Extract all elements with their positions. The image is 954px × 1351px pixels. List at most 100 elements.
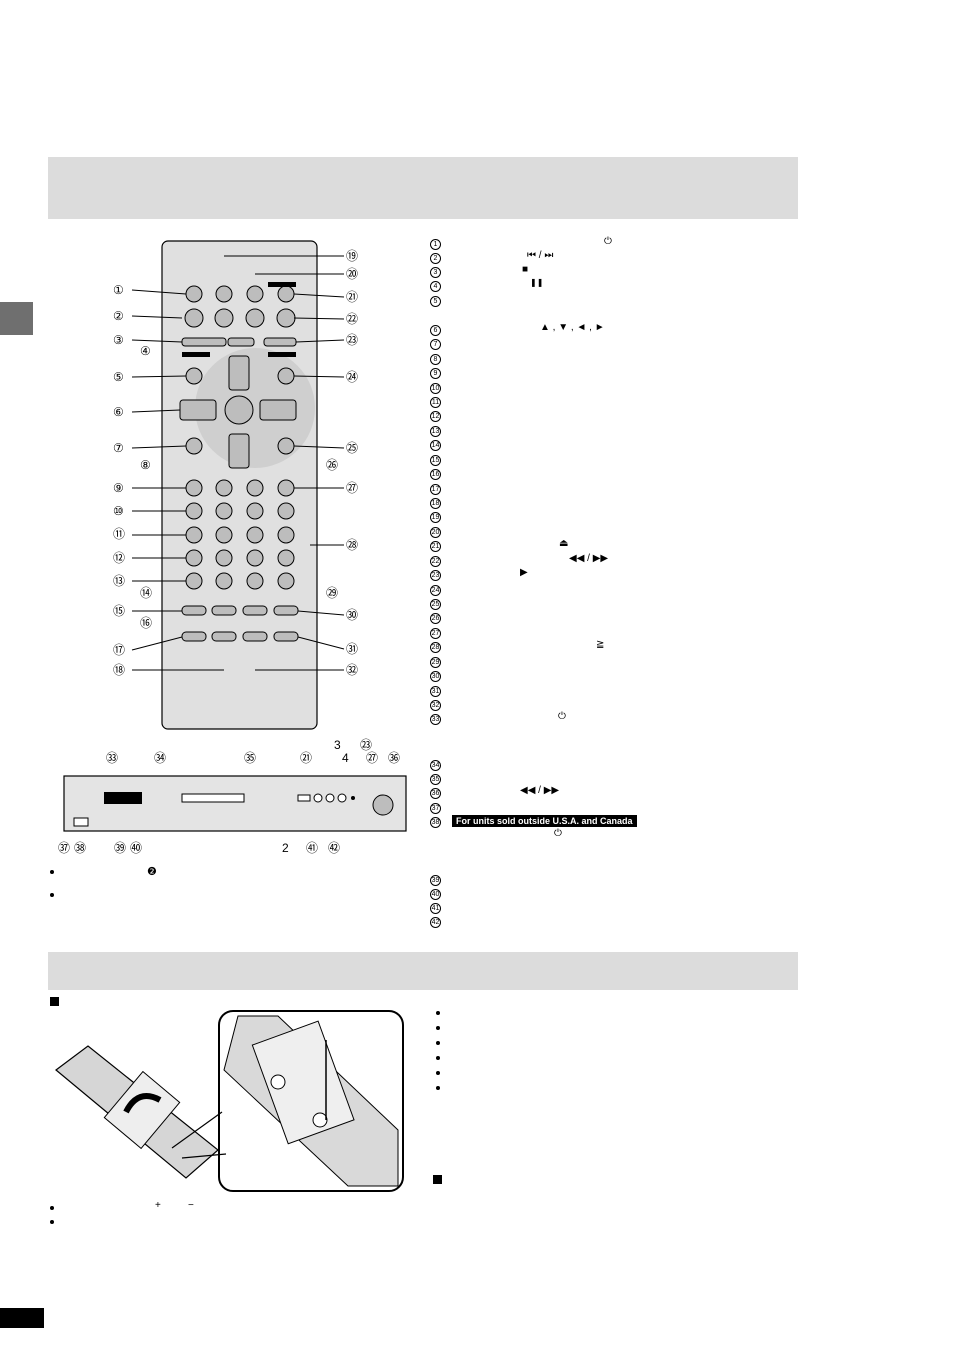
caution-bullet: [436, 1026, 440, 1030]
svg-text:③: ③: [113, 333, 124, 347]
search-icon: ◀◀ / ▶▶: [569, 553, 609, 564]
svg-text:㉝: ㉝: [106, 751, 118, 765]
power-icon: ⏻: [604, 236, 612, 247]
list-item-num: 33: [430, 713, 441, 725]
list-item-num: 17: [430, 483, 441, 495]
skip-icon: ⏮ / ⏭: [527, 250, 554, 261]
list-item-num: 23: [430, 569, 441, 581]
list-item-num: 37: [430, 802, 441, 814]
svg-text:④: ④: [140, 344, 151, 358]
svg-text:㊲: ㊲: [58, 841, 70, 855]
svg-text:⑮: ⑮: [113, 604, 125, 618]
caution-bullet: [436, 1071, 440, 1075]
svg-text:㉗: ㉗: [366, 751, 378, 765]
list-item-num: 19: [430, 511, 441, 523]
list-item-num: 7: [430, 338, 441, 350]
svg-text:㉟: ㉟: [244, 751, 256, 765]
svg-text:㊴: ㊴: [114, 841, 126, 855]
list-item-num: 14: [430, 439, 441, 451]
svg-text:⑯: ⑯: [140, 616, 152, 630]
list-item-num: 2: [430, 252, 441, 264]
section-header-band-2: [48, 952, 798, 990]
list-item-num: 5: [430, 295, 441, 307]
svg-text:⑱: ⑱: [113, 663, 125, 677]
section-header-band: [48, 157, 798, 219]
list-item-num: 6: [430, 324, 441, 336]
svg-text:⑭: ⑭: [140, 586, 152, 600]
subsection-marker-2: [433, 1175, 442, 1184]
svg-text:⑥: ⑥: [113, 405, 124, 419]
list-item-num: 22: [430, 555, 441, 567]
list-item-num: 25: [430, 598, 441, 610]
list-item-num: 40: [430, 888, 441, 900]
svg-text:⑫: ⑫: [113, 551, 125, 565]
search-icon: ◀◀ / ▶▶: [520, 785, 560, 796]
list-item-num: 38: [430, 816, 441, 828]
list-item-num: 9: [430, 367, 441, 379]
list-item-num: 34: [430, 759, 441, 771]
list-item-num: 3: [430, 266, 441, 278]
svg-text:㉔: ㉔: [346, 370, 358, 384]
svg-text:㊳: ㊳: [74, 841, 86, 855]
list-item-num: 32: [430, 699, 441, 711]
svg-text:②: ②: [113, 309, 124, 323]
unit-note-num: ❷: [147, 866, 157, 878]
svg-text:⑨: ⑨: [113, 481, 124, 495]
callout-connector: [171, 1111, 227, 1159]
list-item-num: 26: [430, 612, 441, 624]
svg-text:⑦: ⑦: [113, 441, 124, 455]
svg-text:㉓: ㉓: [346, 333, 358, 347]
cursor-icon: ▲ , ▼ , ◄ , ►: [540, 322, 605, 333]
list-item-num: 12: [430, 410, 441, 422]
svg-text:㉑: ㉑: [300, 751, 312, 765]
svg-text:㊷: ㊷: [328, 841, 340, 855]
list-item-num: 41: [430, 902, 441, 914]
battery-closeup-diagram: [218, 1010, 404, 1192]
caution-bullet: [436, 1086, 440, 1090]
list-item-num: 10: [430, 382, 441, 394]
list-item-num: 30: [430, 670, 441, 682]
battery-note-bullet-2: [50, 1220, 54, 1224]
list-item-num: 11: [430, 396, 441, 408]
play-icon: ▶: [520, 567, 528, 578]
plus-sign: +: [155, 1200, 161, 1211]
pause-icon: ❚❚: [530, 278, 544, 287]
svg-text:⑩: ⑩: [113, 504, 124, 518]
list-item-num: 16: [430, 468, 441, 480]
list-item-num: 15: [430, 454, 441, 466]
list-item-num: 27: [430, 627, 441, 639]
caution-bullet: [436, 1056, 440, 1060]
svg-text:㉘: ㉘: [346, 538, 358, 552]
svg-text:⑤: ⑤: [113, 370, 124, 384]
svg-text:㉕: ㉕: [346, 441, 358, 455]
svg-text:⑪: ⑪: [113, 527, 125, 541]
list-item-num: 35: [430, 773, 441, 785]
battery-note-bullet-1: [50, 1206, 54, 1210]
svg-text:㉑: ㉑: [346, 290, 358, 304]
open-close-icon: ⏏: [559, 538, 569, 549]
svg-text:㉜: ㉜: [346, 663, 358, 677]
svg-text:⑰: ⑰: [113, 643, 125, 657]
list-item-num: 42: [430, 916, 441, 928]
unit-note-bullet-2: [50, 893, 54, 897]
list-item-num: 39: [430, 874, 441, 886]
list-item-num: 20: [430, 526, 441, 538]
power-icon: ⏻: [558, 711, 566, 722]
svg-text:㉖: ㉖: [326, 458, 338, 472]
caution-bullet: [436, 1011, 440, 1015]
region-badge: For units sold outside U.S.A. and Canada: [452, 815, 637, 827]
svg-text:3: 3: [334, 738, 341, 752]
stop-icon: ■: [522, 264, 529, 275]
page-number-tab: [0, 1308, 44, 1328]
svg-text:2: 2: [282, 841, 289, 855]
list-item-num: 28: [430, 641, 441, 653]
list-item-num: 4: [430, 280, 441, 292]
svg-text:⑳: ⑳: [346, 267, 358, 281]
ge-icon: ≧: [596, 639, 605, 650]
svg-text:⑲: ⑲: [346, 249, 358, 263]
svg-text:㉛: ㉛: [346, 642, 358, 656]
svg-text:㉗: ㉗: [346, 481, 358, 495]
list-item-num: 1: [430, 238, 441, 250]
